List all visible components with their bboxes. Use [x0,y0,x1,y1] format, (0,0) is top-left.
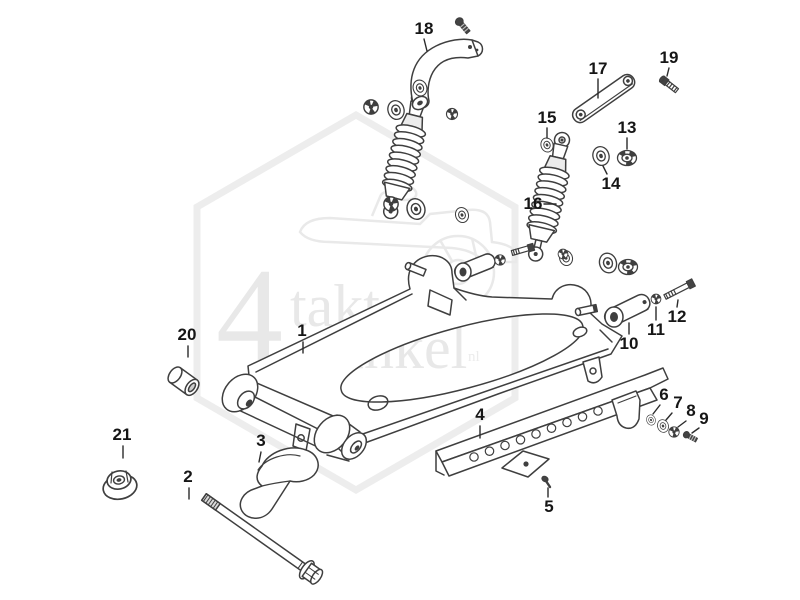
part-label-12: 12 [667,307,687,326]
chain-slider-3 [239,447,319,519]
part-label-19: 19 [659,48,679,67]
part-label-6: 6 [659,385,669,404]
part-label-7: 7 [673,393,683,412]
leader-line-6 [652,404,661,415]
leader-line-3 [258,451,262,463]
part-label-11: 11 [647,320,665,339]
swingarm [247,254,623,453]
part-label-20: 20 [177,325,197,344]
link-arm-right-10 [603,293,651,328]
part-label-1: 1 [297,321,307,340]
watermark-text-nl: nl [468,349,480,365]
part-label-5: 5 [544,497,554,516]
swingarm-pivot-bushings [221,373,368,462]
part-label-18: 18 [414,19,434,38]
leader-lines [122,38,700,500]
bolt-left-link [510,242,536,257]
leader-line-14 [602,165,608,175]
part-label-15: 15 [537,108,557,127]
bolt-9 [682,431,698,443]
part-label-16: 16 [523,194,543,213]
bolt-12 [663,278,696,300]
part-label-9: 9 [699,409,709,428]
part-label-8: 8 [686,401,696,420]
flange-nut-21 [102,469,138,501]
part-label-13: 13 [617,118,637,137]
screw-5 [541,475,552,489]
axle-bolt-2 [200,492,324,585]
chain-guard-4 [435,367,669,478]
leader-line-18 [423,38,428,52]
pivot-bushing-20 [167,366,200,397]
part-label-3: 3 [256,431,266,450]
watermark-hexagon [193,110,519,495]
part-label-17: 17 [588,59,608,78]
part-label-14: 14 [601,174,621,193]
leader-line-9 [691,427,700,434]
part-label-4: 4 [475,405,485,424]
support-arm-straight-17 [571,73,636,124]
leader-line-12 [676,299,679,308]
support-arm-curved-18 [410,38,484,111]
part-label-21: 21 [112,425,132,444]
bolt-19 [658,75,680,94]
leader-line-7 [665,412,673,421]
bolt-top-18 [454,17,471,35]
part-label-2: 2 [183,467,193,486]
part-label-10: 10 [619,334,639,353]
leader-line-8 [677,420,687,428]
leader-line-19 [666,67,670,77]
link-arm-left [453,253,496,282]
